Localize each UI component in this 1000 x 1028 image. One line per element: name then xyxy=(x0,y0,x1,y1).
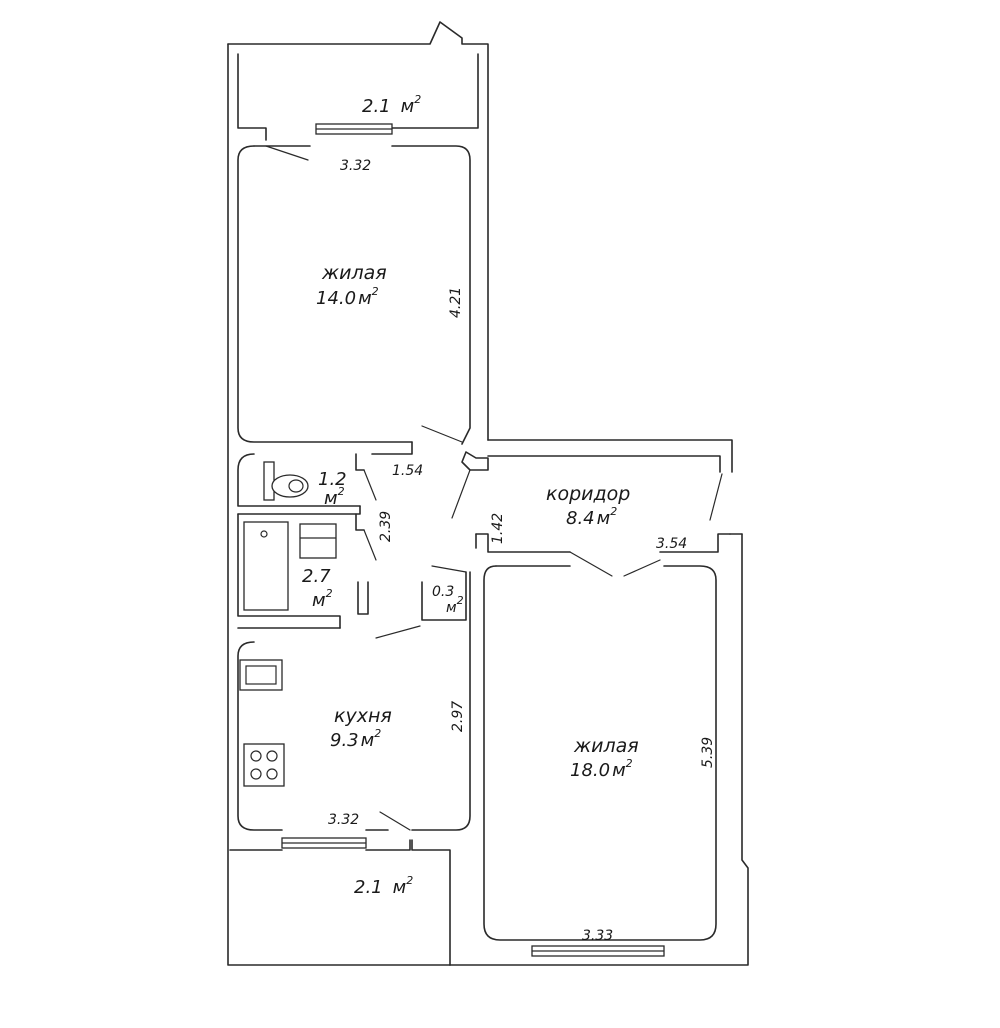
living-top-name: жилая xyxy=(321,262,387,284)
door-living-top xyxy=(265,145,309,161)
dim-bath-length: 2.39 xyxy=(378,511,394,542)
outer-walls xyxy=(227,21,749,966)
bathroom-area-unit: м2 xyxy=(312,587,333,611)
kitchen-sink xyxy=(239,659,283,691)
door-closet xyxy=(431,565,467,573)
door-living-top-lower xyxy=(421,425,463,443)
door-corridor-right xyxy=(709,473,723,521)
kitchen-name: кухня xyxy=(334,705,392,727)
kitchen-outline xyxy=(229,571,471,966)
bathroom-area-value: 2.7 xyxy=(302,566,331,587)
living-room-top-outline xyxy=(237,145,471,445)
dimension-labels: 3.32 4.21 1.54 2.39 1.42 3.54 2.97 3.32 … xyxy=(328,158,716,944)
door-corridor-left xyxy=(451,469,471,519)
toilet-area-unit: м2 xyxy=(324,485,345,509)
bathtub xyxy=(243,521,289,611)
dim-kitchen-width: 3.32 xyxy=(328,812,359,828)
toilet-area-value: 1.2 xyxy=(318,469,347,490)
dim-living-bottom-length: 5.39 xyxy=(700,737,716,768)
dim-corridor-length: 3.54 xyxy=(656,536,687,552)
living-bottom-name: жилая xyxy=(573,735,639,757)
washbasin xyxy=(299,523,337,559)
balcony-top xyxy=(237,53,479,141)
door-toilet xyxy=(363,469,377,501)
dim-hall-width: 1.54 xyxy=(392,463,423,479)
door-bathroom xyxy=(363,529,377,561)
stove xyxy=(243,743,285,787)
dim-living-top-width: 3.32 xyxy=(340,158,371,174)
door-kitchen xyxy=(375,625,421,639)
closet-area-unit: м2 xyxy=(446,594,464,616)
dim-living-top-length: 4.21 xyxy=(448,287,464,318)
toilet-tank xyxy=(263,461,275,501)
living-room-bottom-outline xyxy=(483,565,717,957)
dim-living-bottom-width: 3.33 xyxy=(582,928,613,944)
door-kitchen-balcony xyxy=(379,811,411,831)
dim-kitchen-length: 2.97 xyxy=(450,701,466,732)
closet-area-value: 0.3 xyxy=(432,584,454,600)
dim-corridor-width: 1.42 xyxy=(490,513,506,544)
partitions-mid xyxy=(237,441,731,639)
fixtures xyxy=(239,461,337,787)
corridor-name: коридор xyxy=(546,483,630,505)
